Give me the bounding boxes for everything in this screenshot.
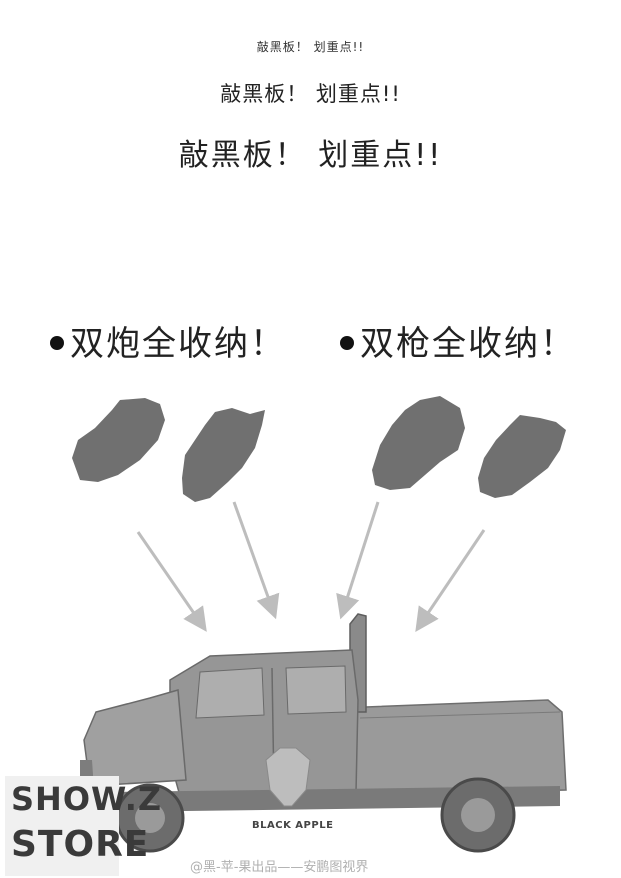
heading-medium: 敲黑板！ 划重点!! bbox=[220, 82, 401, 106]
heading-large: 敲黑板！ 划重点!! bbox=[178, 138, 443, 173]
heading-small: 敲黑板！ 划重点!! bbox=[256, 40, 365, 54]
gun-silhouette-2 bbox=[478, 415, 566, 498]
cannon-silhouette-1 bbox=[72, 398, 165, 482]
cannon-silhouette-2 bbox=[182, 408, 265, 502]
black-apple-emblem bbox=[265, 747, 311, 807]
showz-store-logo: SHOW.Z STORE bbox=[5, 776, 161, 876]
truck-model bbox=[80, 613, 567, 853]
arrow-2 bbox=[232, 501, 280, 620]
bullet-dot bbox=[340, 335, 354, 350]
watermark-credit: @黑-苹-果出品——安鹏图视界 bbox=[190, 860, 369, 875]
arrow-4 bbox=[415, 529, 486, 632]
feature-cannons: 双炮全收纳！ bbox=[50, 316, 286, 365]
arrow-1 bbox=[136, 531, 207, 632]
bullet-dot bbox=[50, 335, 64, 350]
brand-stamp: BLACK APPLE bbox=[252, 820, 334, 831]
logo-line-2: STORE bbox=[11, 824, 150, 865]
feature-guns: 双枪全收纳！ bbox=[340, 316, 576, 365]
feature-guns-label: 双枪全收纳！ bbox=[360, 324, 576, 364]
gun-silhouette-1 bbox=[372, 396, 465, 490]
logo-line-1: SHOW.Z bbox=[11, 780, 163, 818]
feature-cannons-label: 双炮全收纳！ bbox=[70, 324, 286, 364]
arrow-3 bbox=[336, 501, 380, 620]
